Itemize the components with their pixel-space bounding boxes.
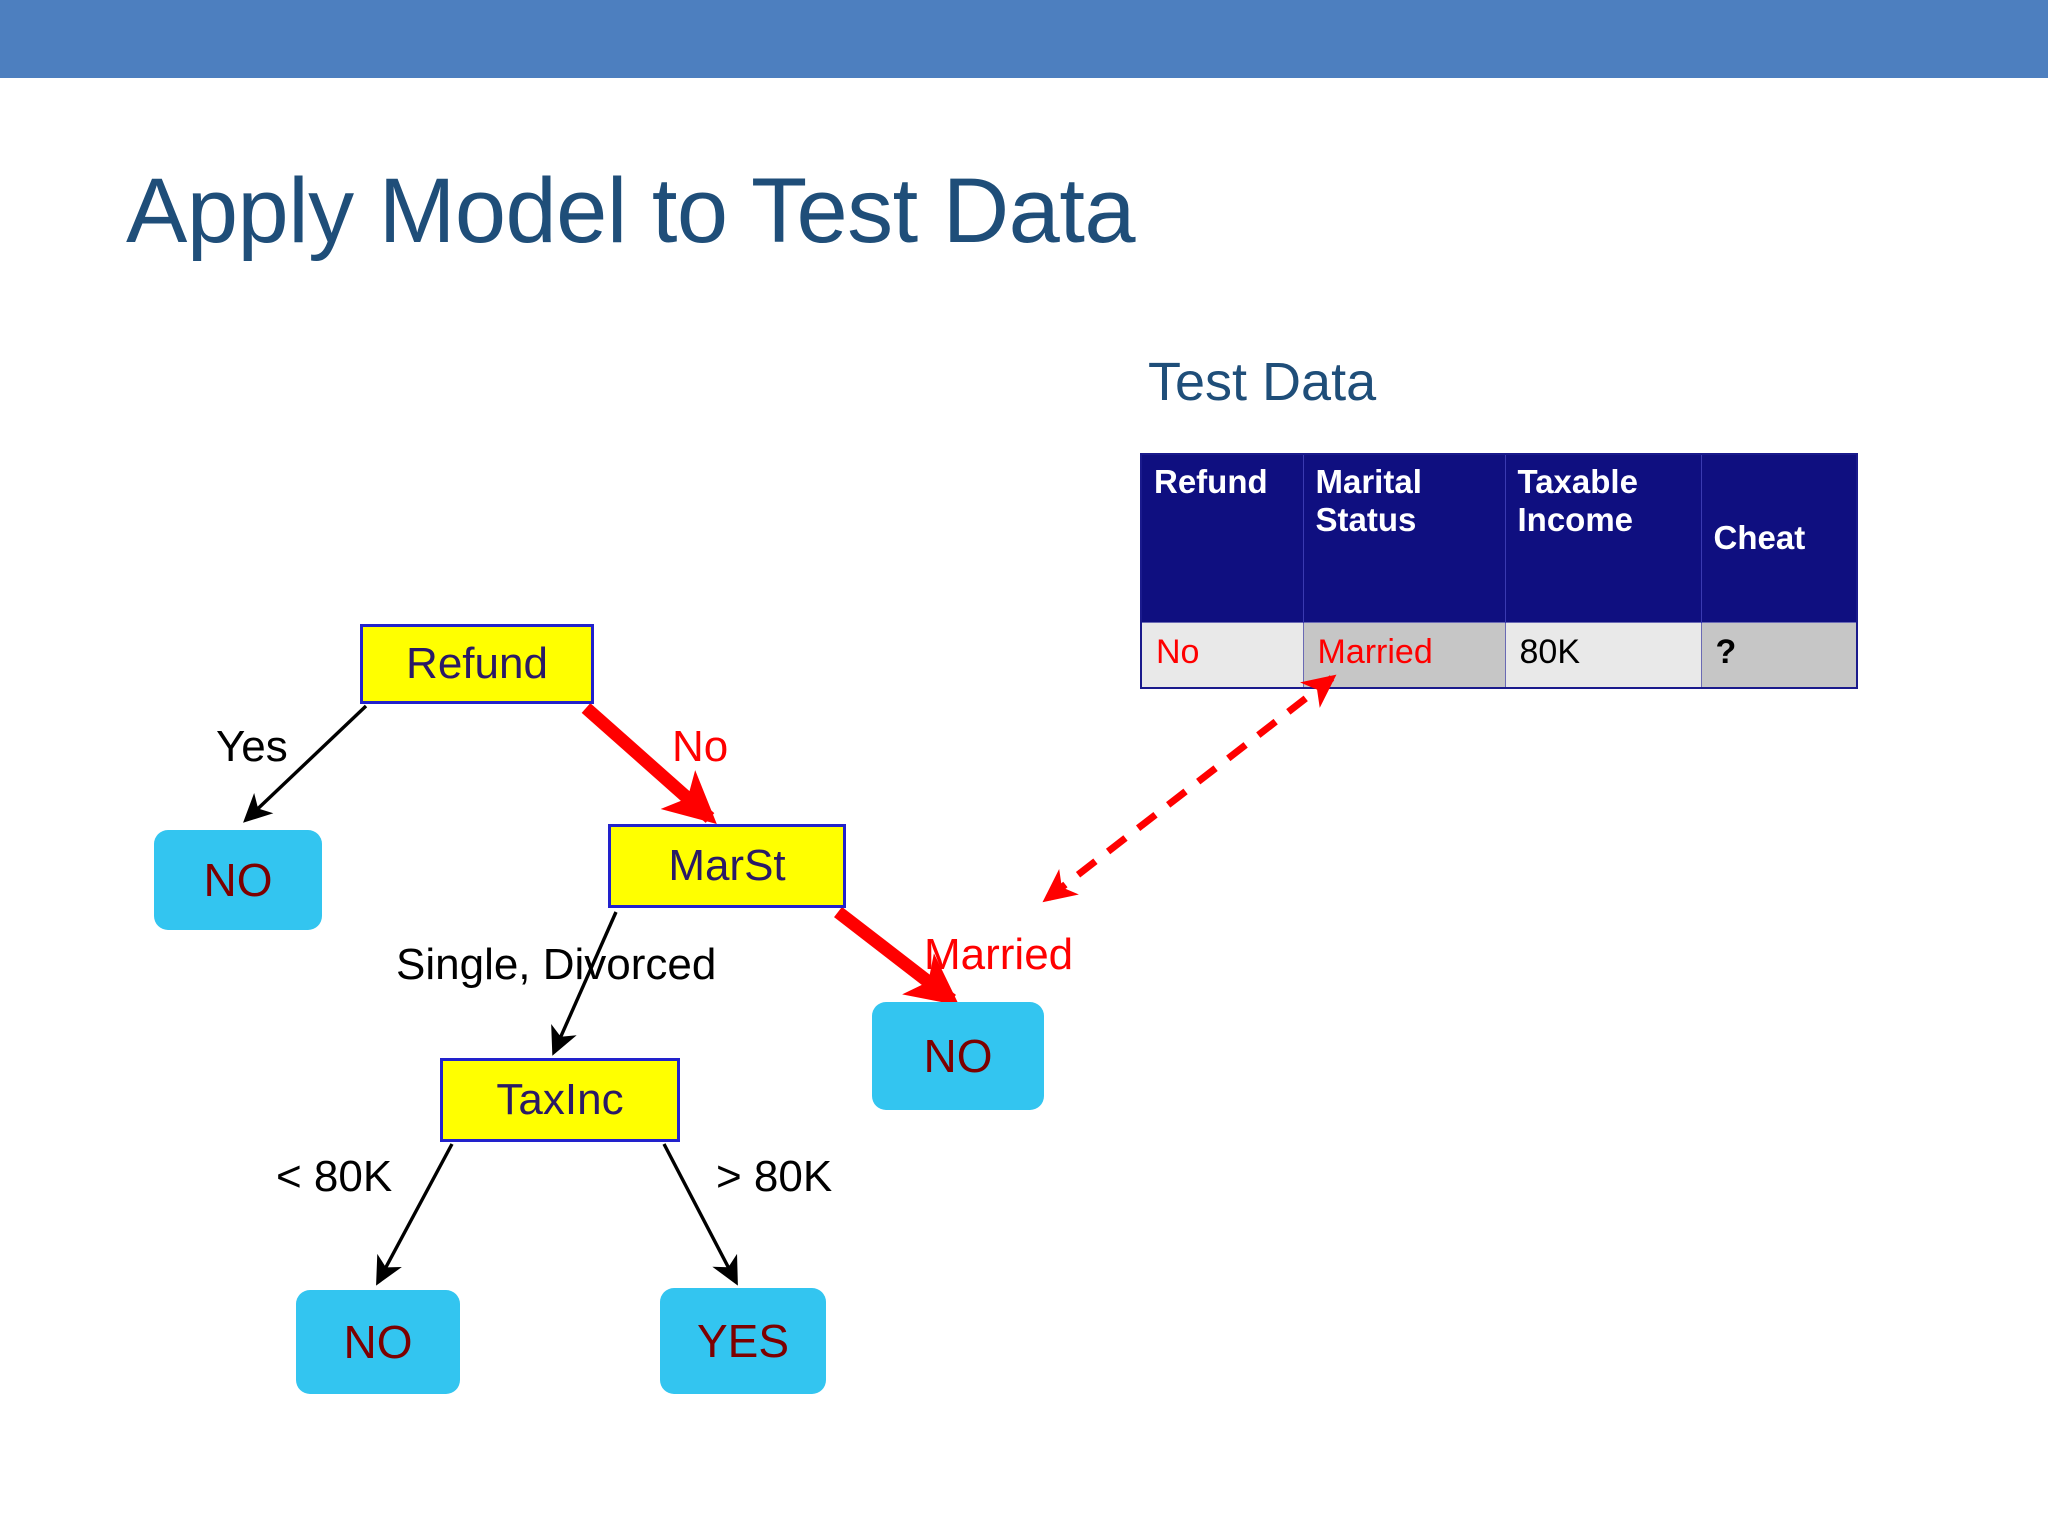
tree-node-marst[interactable]: MarSt <box>608 824 846 908</box>
header-line-2: Income <box>1517 501 1634 538</box>
header-line-1: Refund <box>1154 463 1268 500</box>
header-line-2: Status <box>1315 501 1417 538</box>
cell-refund: No <box>1141 621 1304 688</box>
column-header-marital-status: Marital Status <box>1303 454 1506 622</box>
cell-taxable-income: 80K <box>1505 621 1702 688</box>
tree-leaf-lt80k-no[interactable]: NO <box>296 1290 460 1394</box>
table-header-row: Refund Marital Status Taxable Income Che… <box>1141 454 1857 622</box>
edge-label-married: Married <box>924 930 1074 979</box>
test-data-table: Refund Marital Status Taxable Income Che… <box>1140 453 1858 689</box>
header-line-1: Taxable <box>1517 463 1638 500</box>
tree-leaf-gt80k-yes[interactable]: YES <box>660 1288 826 1394</box>
page-title: Apply Model to Test Data <box>126 160 1136 262</box>
tree-node-taxinc[interactable]: TaxInc <box>440 1058 680 1142</box>
column-header-cheat: Cheat <box>1701 454 1857 622</box>
column-header-taxable-income: Taxable Income <box>1505 454 1702 622</box>
test-data-label: Test Data <box>1148 352 1377 412</box>
edge-label-yes: Yes <box>216 722 288 771</box>
edge-label-gt-80k: > 80K <box>716 1152 833 1201</box>
slide-accent-bar <box>0 0 2048 78</box>
tree-node-refund[interactable]: Refund <box>360 624 594 704</box>
edge-label-single-divorced: Single, Divorced <box>396 940 717 989</box>
cell-cheat: ? <box>1701 621 1857 688</box>
connector-prediction-to-test-row <box>1042 674 1337 903</box>
header-line-1: Marital <box>1315 463 1422 500</box>
tree-leaf-refund-yes-no[interactable]: NO <box>154 830 322 930</box>
table-row: No Married 80K ? <box>1141 621 1857 688</box>
edge-label-no: No <box>672 722 729 771</box>
cell-marital-status: Married <box>1303 621 1506 688</box>
column-header-refund: Refund <box>1141 454 1304 622</box>
edge-label-lt-80k: < 80K <box>276 1152 393 1201</box>
tree-leaf-married-no[interactable]: NO <box>872 1002 1044 1110</box>
header-line-1: Cheat <box>1713 519 1806 557</box>
